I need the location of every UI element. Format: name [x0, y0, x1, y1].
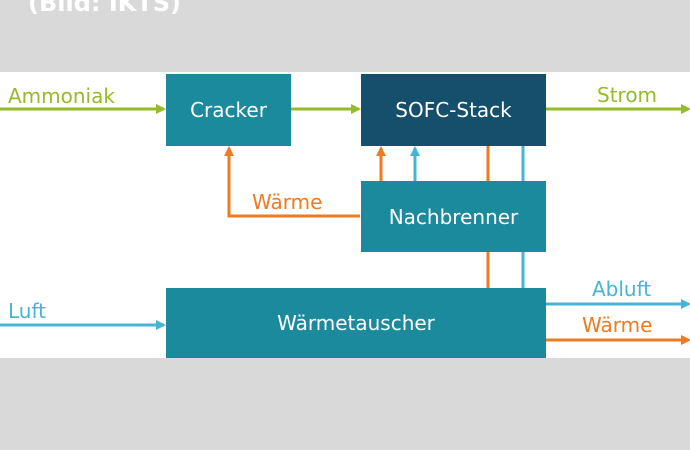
- strom-label: Strom: [597, 83, 658, 107]
- ammoniak-label: Ammoniak: [8, 84, 115, 108]
- abluft-label: Abluft: [592, 277, 652, 301]
- waerme-cracker-label: Wärme: [252, 190, 323, 214]
- image-credit: (Bild: IKTS): [28, 0, 181, 17]
- waermetauscher-box: Wärmetauscher: [166, 288, 546, 358]
- nachbrenner-box: Nachbrenner: [361, 181, 546, 252]
- waerme-out-label: Wärme: [582, 313, 653, 337]
- waerme-to-cracker-arrow: [224, 146, 360, 218]
- cracker-box: Cracker: [166, 74, 291, 146]
- luft-label: Luft: [8, 299, 46, 323]
- sofc-stack-box: SOFC-Stack: [361, 74, 546, 146]
